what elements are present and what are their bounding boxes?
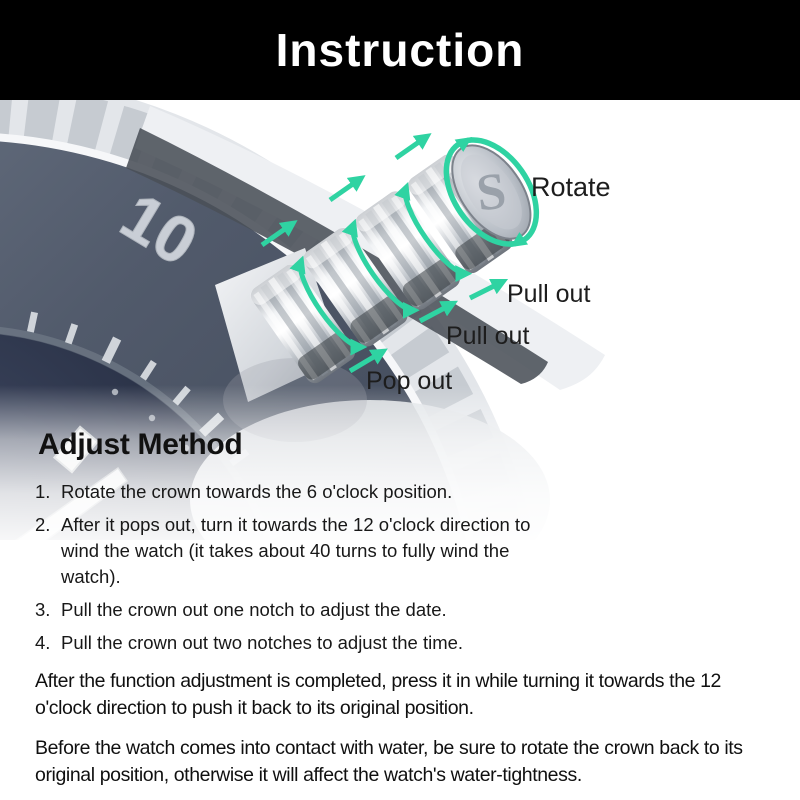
step-number: 1. — [35, 481, 51, 502]
step-number: 4. — [35, 632, 51, 653]
label-rotate: Rotate — [531, 172, 611, 202]
note-water-tightness: Before the watch comes into contact with… — [35, 737, 743, 786]
step-2: 2. After it pops out, turn it towards th… — [35, 512, 555, 590]
label-pull-out-1: Pull out — [507, 280, 591, 308]
label-pop-out: Pop out — [366, 367, 453, 395]
step-1: 1. Rotate the crown towards the 6 o'cloc… — [35, 479, 555, 505]
adjust-method-heading: Adjust Method — [38, 428, 243, 461]
photo-fade — [0, 385, 800, 540]
page-title: Instruction — [275, 24, 525, 76]
step-4: 4. Pull the crown out two notches to adj… — [35, 630, 555, 656]
step-number: 3. — [35, 599, 51, 620]
note-press-back: After the function adjustment is complet… — [35, 670, 721, 719]
crown-cap: S — [443, 136, 540, 248]
adjust-method-steps: 1. Rotate the crown towards the 6 o'cloc… — [35, 479, 555, 663]
crown-logo: S — [474, 162, 510, 222]
rotation-arc-arrows — [289, 182, 473, 356]
label-pull-out-2: Pull out — [446, 322, 530, 350]
header-bar: Instruction — [0, 0, 800, 100]
watch-crown-illustration: 10 — [0, 100, 800, 540]
step-text: After it pops out, turn it towards the 1… — [61, 514, 531, 587]
step-text: Rotate the crown towards the 6 o'clock p… — [61, 481, 453, 502]
usage-notes: After the function adjustment is complet… — [35, 668, 780, 800]
step-text: Pull the crown out two notches to adjust… — [61, 632, 464, 653]
crown-stages: S — [247, 136, 540, 387]
step-3: 3. Pull the crown out one notch to adjus… — [35, 597, 555, 623]
pull-direction-arrows — [260, 133, 509, 374]
step-number: 2. — [35, 514, 51, 535]
step-text: Pull the crown out one notch to adjust t… — [61, 599, 447, 620]
